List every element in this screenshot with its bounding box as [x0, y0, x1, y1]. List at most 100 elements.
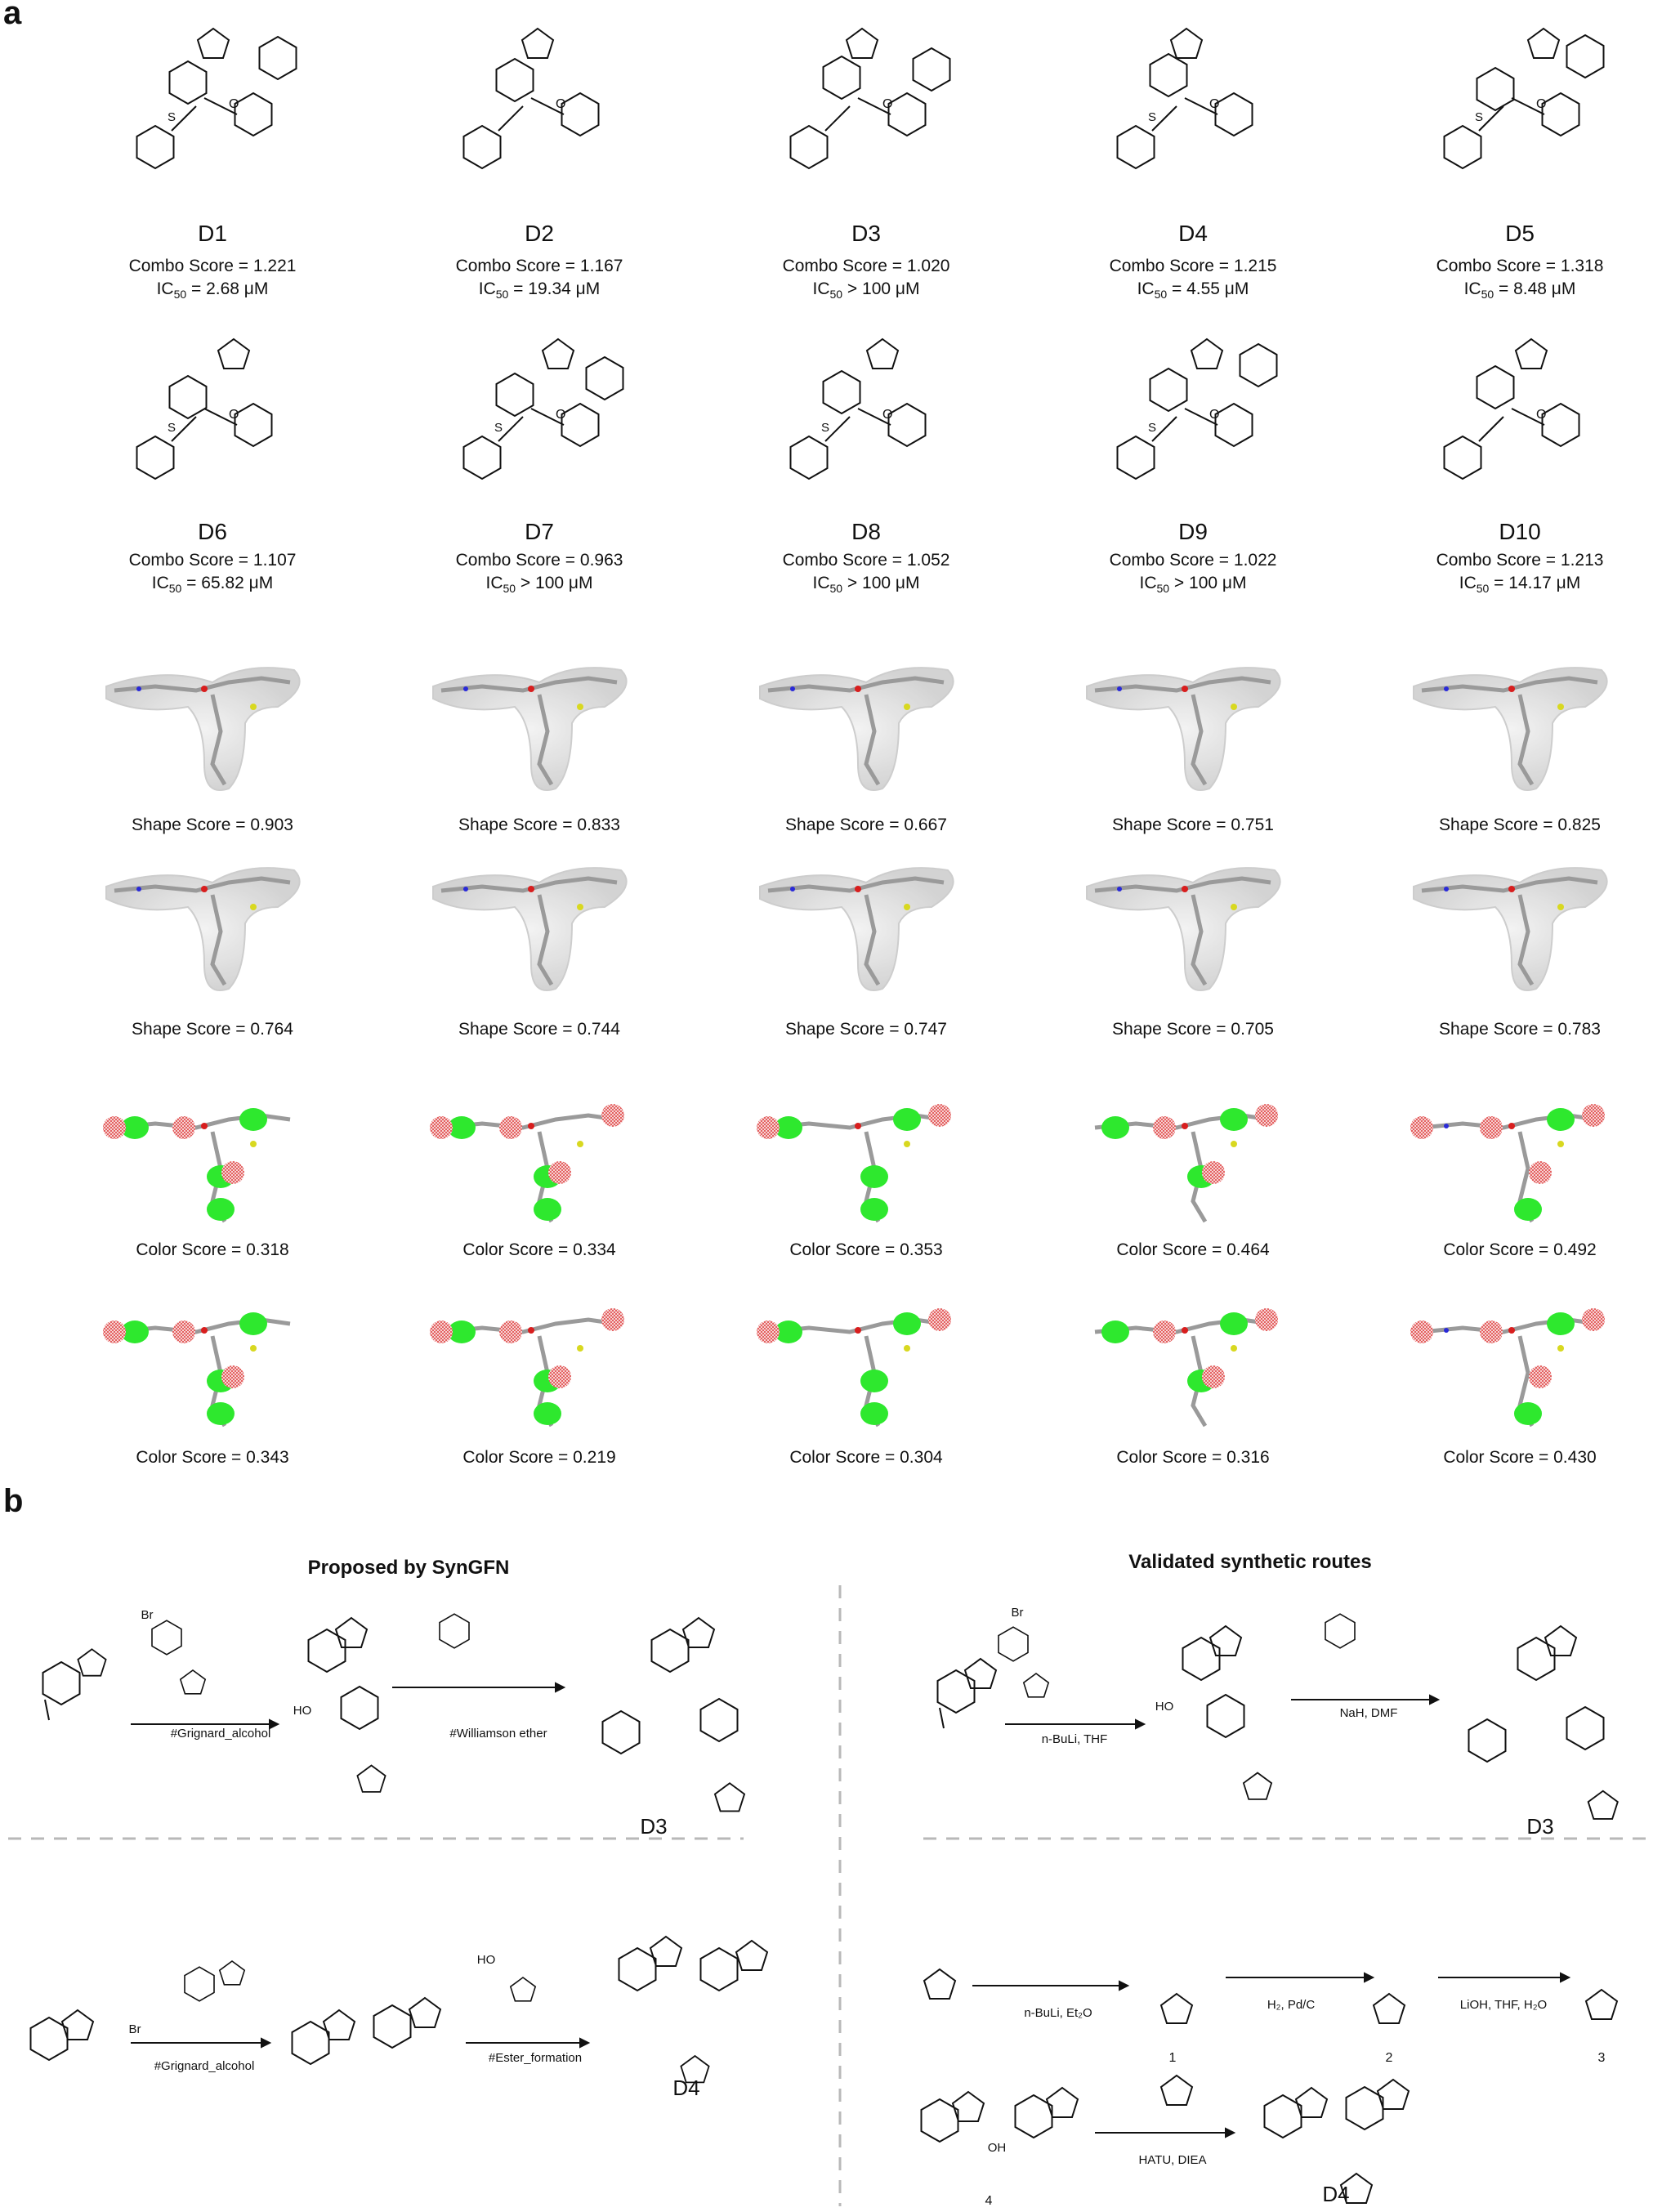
svg-text:O: O	[229, 97, 239, 111]
compound-id-D9: D9	[1178, 519, 1208, 544]
ic50-sub: 50	[1476, 582, 1490, 596]
structure-D10: O	[1443, 338, 1580, 480]
ic50-D3: IC50 > 100 μM	[719, 278, 1013, 306]
structure-D4: OS	[1116, 28, 1253, 169]
atom-ho-3: HO	[476, 1953, 496, 1967]
combo-score-D3: Combo Score = 1.020	[782, 257, 950, 275]
panel-b-label: b	[3, 1483, 24, 1519]
ic50-sub: 50	[1481, 288, 1494, 302]
scheme-right-top	[936, 1613, 1619, 1820]
svg-text:S: S	[1148, 110, 1156, 124]
combo-score-D8: Combo Score = 1.052	[782, 551, 950, 570]
combo-score-D2: Combo Score = 1.167	[455, 257, 623, 275]
svg-text:S: S	[1475, 110, 1483, 124]
ic50-D5: IC50 = 8.48 μM	[1373, 278, 1662, 306]
ic50-D10: IC50 = 14.17 μM	[1373, 572, 1662, 600]
compound-id-D5: D5	[1505, 221, 1535, 246]
color-score-7: Color Score = 0.304	[789, 1448, 943, 1467]
ic50-prefix: IC	[812, 574, 830, 592]
shape-overlay-4	[1413, 667, 1608, 791]
structure-D6: OS	[136, 338, 273, 480]
lb-step2: #Ester_formation	[488, 2051, 583, 2065]
rb-label-1: 1	[1168, 2051, 1177, 2065]
ic50-prefix: IC	[151, 574, 169, 592]
color-score-5: Color Score = 0.343	[136, 1448, 289, 1467]
rb-product: D4	[1322, 2182, 1350, 2206]
rb-step3: LiOH, THF, H₂O	[1459, 1998, 1548, 2012]
structure-D8: OS	[789, 338, 927, 480]
ic50-D9: IC50 > 100 μM	[1046, 572, 1340, 600]
ic50-prefix: IC	[1463, 279, 1481, 298]
lt-step2: #Williamson ether	[449, 1727, 547, 1741]
panel-b-dividers	[8, 1585, 1651, 2206]
color-score-9: Color Score = 0.430	[1443, 1448, 1597, 1467]
ic50-sub: 50	[829, 288, 843, 302]
shape-score-1: Shape Score = 0.833	[458, 816, 620, 834]
ic50-D8: IC50 > 100 μM	[719, 572, 1013, 600]
ic50-sub: 50	[1154, 288, 1168, 302]
rb-step4: HATU, DIEA	[1138, 2153, 1207, 2167]
ic50-D2: IC50 = 19.34 μM	[392, 278, 686, 306]
ic50-value: = 19.34 μM	[508, 279, 601, 298]
svg-text:O: O	[1536, 97, 1546, 111]
rb-step2: H₂, Pd/C	[1267, 1998, 1316, 2012]
atom-br-1: Br	[141, 1608, 154, 1622]
ic50-prefix: IC	[1139, 574, 1157, 592]
shape-overlay-7	[759, 867, 954, 991]
color-overlay-0	[103, 1108, 291, 1223]
combo-score-D10: Combo Score = 1.213	[1436, 551, 1604, 570]
color-overlay-9	[1410, 1308, 1605, 1428]
ic50-prefix: IC	[1459, 574, 1477, 592]
ic50-D4: IC50 = 4.55 μM	[1046, 278, 1340, 306]
combo-score-D7: Combo Score = 0.963	[455, 551, 623, 570]
ic50-sub: 50	[1156, 582, 1170, 596]
ic50-D1: IC50 = 2.68 μM	[65, 278, 360, 306]
combo-score-D4: Combo Score = 1.215	[1109, 257, 1277, 275]
shape-score-7: Shape Score = 0.747	[785, 1020, 947, 1039]
shape-overlay-8	[1086, 867, 1281, 991]
color-score-8: Color Score = 0.316	[1116, 1448, 1270, 1467]
atom-br-3: Br	[128, 2022, 141, 2036]
compound-id-D6: D6	[198, 519, 227, 544]
color-overlay-1	[430, 1104, 624, 1223]
compound-id-D4: D4	[1178, 221, 1208, 246]
rt-product: D3	[1526, 1814, 1554, 1839]
structure-D5: OS	[1443, 28, 1605, 169]
rt-step1: n-BuLi, THF	[1041, 1732, 1108, 1746]
structure-D3: O	[789, 28, 951, 169]
panel-b-schemes	[29, 1613, 1619, 2204]
compound-id-D2: D2	[525, 221, 554, 246]
ic50-D7: IC50 > 100 μM	[392, 572, 686, 600]
shape-overlay-5	[105, 867, 301, 991]
color-overlay-5	[103, 1312, 291, 1428]
rb-label-2: 2	[1385, 2051, 1393, 2065]
color-score-2: Color Score = 0.353	[789, 1240, 943, 1259]
compound-id-D1: D1	[198, 221, 227, 246]
ic50-value: = 2.68 μM	[186, 279, 269, 298]
compound-id-D7: D7	[525, 519, 554, 544]
color-overlay-3	[1094, 1104, 1278, 1223]
structure-D1: OS	[136, 28, 297, 169]
shape-overlay-0	[105, 667, 301, 791]
shape-score-5: Shape Score = 0.764	[132, 1020, 293, 1039]
color-score-3: Color Score = 0.464	[1116, 1240, 1270, 1259]
atom-oh-1: OH	[987, 2141, 1007, 2155]
scheme-left-bottom	[29, 1936, 768, 2084]
ic50-sub: 50	[168, 582, 182, 596]
combo-score-D6: Combo Score = 1.107	[128, 551, 297, 570]
scheme-right-bottom	[920, 1968, 1618, 2204]
svg-text:S: S	[1148, 421, 1156, 435]
color-overlay-2	[757, 1104, 951, 1223]
rb-label-4: 4	[985, 2194, 993, 2208]
combo-score-D9: Combo Score = 1.022	[1109, 551, 1277, 570]
structure-D2: O	[462, 28, 600, 169]
lb-step1: #Grignard_alcohol	[154, 2059, 255, 2073]
ic50-sub: 50	[829, 582, 843, 596]
heading-validated: Validated synthetic routes	[1128, 1551, 1372, 1573]
shape-score-6: Shape Score = 0.744	[458, 1020, 620, 1039]
rt-step2: NaH, DMF	[1339, 1706, 1398, 1720]
ic50-prefix: IC	[812, 279, 830, 298]
ic50-value: = 14.17 μM	[1489, 574, 1581, 592]
compound-id-D10: D10	[1499, 519, 1541, 544]
ic50-sub: 50	[495, 288, 509, 302]
